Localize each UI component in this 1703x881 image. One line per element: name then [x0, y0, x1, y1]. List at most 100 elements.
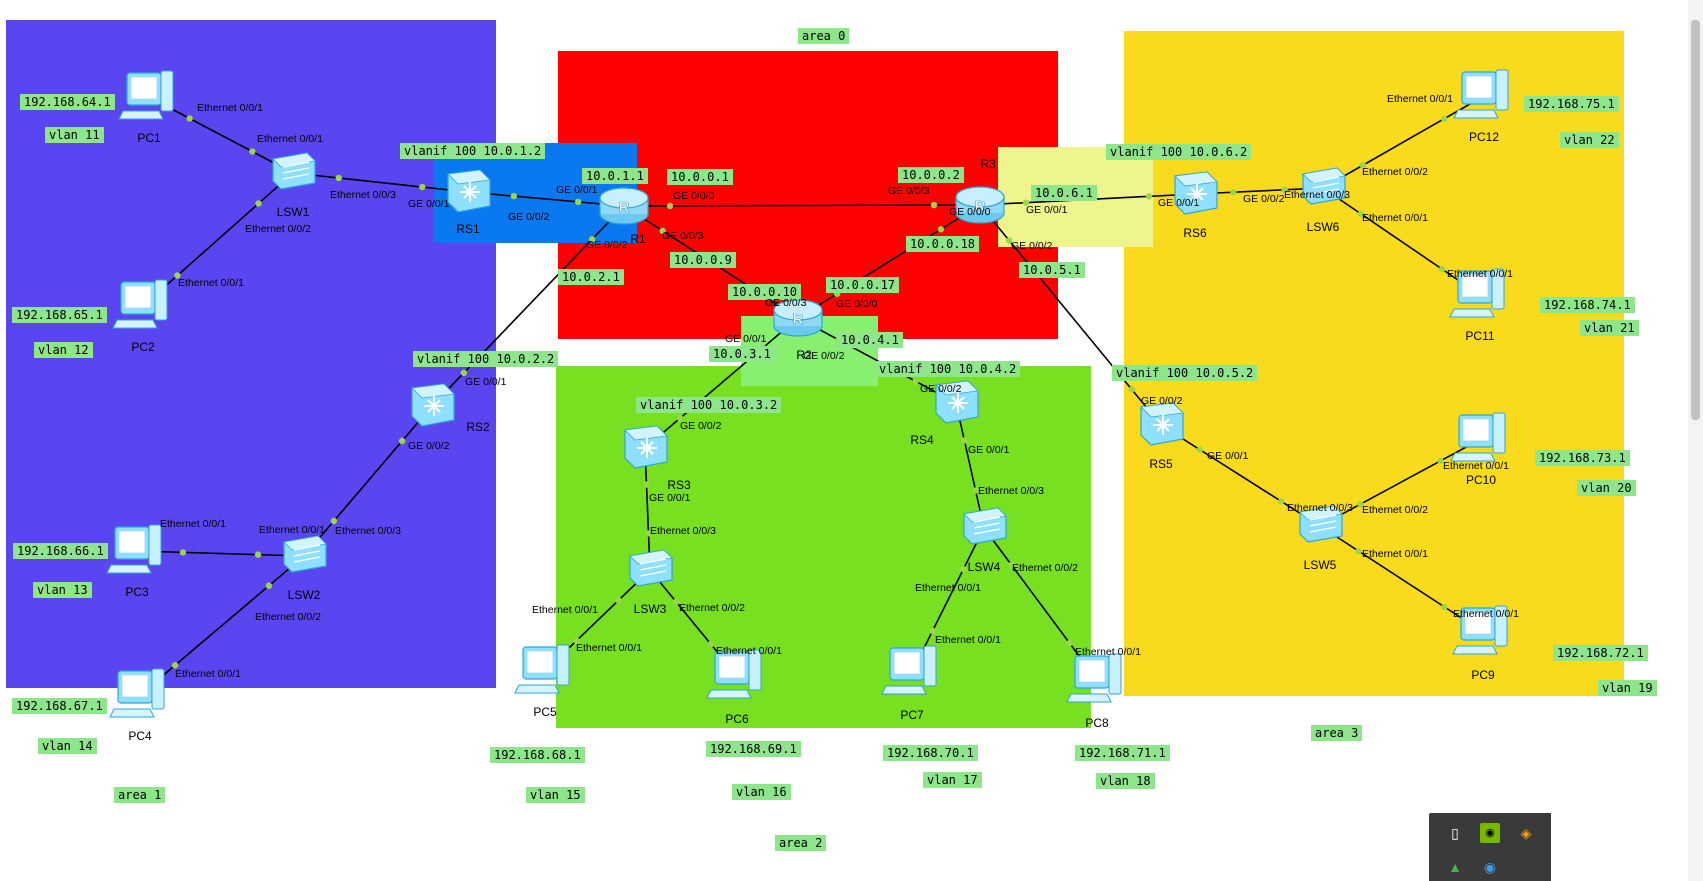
device-label-r2: R2	[796, 348, 812, 362]
port-label: Ethernet 0/0/3	[650, 525, 716, 537]
port-label: Ethernet 0/0/2	[1012, 562, 1078, 574]
port-label: GE 0/0/1	[968, 444, 1010, 456]
ip-label: 192.168.72.1	[1553, 645, 1648, 661]
pc12-pc-icon[interactable]	[1453, 69, 1509, 119]
port-label: GE 0/0/0	[836, 298, 878, 310]
pc11-pc-icon[interactable]	[1449, 268, 1505, 318]
port-dot	[1008, 561, 1015, 569]
lsw2-switch-icon[interactable]	[283, 535, 327, 573]
drive-icon[interactable]: ▲	[1448, 859, 1462, 875]
port-dot	[1359, 161, 1367, 169]
pc9-pc-icon[interactable]	[1452, 605, 1508, 655]
vlan-label: vlan 21	[1580, 320, 1639, 336]
port-label: GE 0/0/1	[1158, 197, 1200, 209]
rs3-l3switch-icon[interactable]	[624, 425, 668, 469]
port-dot	[930, 201, 938, 209]
link-R2-R3	[797, 204, 981, 319]
svg-text:R: R	[975, 198, 986, 215]
area-label-area3: area 3	[1311, 725, 1363, 741]
link-RS4-LSW4	[955, 402, 985, 529]
port-label: GE 0/0/2	[408, 440, 450, 452]
pc2-pc-icon[interactable]	[112, 279, 168, 329]
lsw6-switch-icon[interactable]	[1302, 167, 1346, 205]
port-label: GE 0/0/0	[673, 190, 715, 202]
ip-label: 10.0.0.17	[826, 277, 900, 293]
ip-label: 192.168.69.1	[706, 741, 801, 757]
pc10-pc-icon[interactable]	[1450, 412, 1506, 462]
rs4-l3switch-icon[interactable]	[935, 380, 979, 424]
lsw3-switch-icon[interactable]	[629, 549, 673, 587]
port-dot	[659, 227, 666, 235]
rs5-l3switch-icon[interactable]	[1140, 402, 1184, 446]
ip-label: 10.0.0.18	[906, 236, 980, 252]
port-label: Ethernet 0/0/1	[1387, 93, 1453, 105]
system-tray-popup: ▯ ◉ ◈ ▲ ◉	[1429, 813, 1551, 881]
link-RS3-LSW3	[644, 447, 651, 571]
port-label: Ethernet 0/0/1	[1362, 212, 1428, 224]
pc6-pc-icon[interactable]	[706, 649, 762, 699]
port-label: GE 0/0/2	[1011, 240, 1053, 252]
ip-label: 10.0.0.1	[667, 169, 733, 185]
device-label-rs6: RS6	[1183, 226, 1207, 240]
pc1-pc-icon[interactable]	[118, 70, 174, 120]
pc5-pc-icon[interactable]	[514, 644, 570, 694]
r1-router-icon[interactable]: R	[599, 187, 649, 225]
device-label-rs1: RS1	[456, 222, 480, 236]
link-LSW5-PC10	[1319, 438, 1482, 527]
device-label-pc5: PC5	[533, 705, 557, 719]
area-area3	[1124, 31, 1624, 696]
port-label: Ethernet 0/0/2	[1362, 166, 1428, 178]
device-label-lsw4: LSW4	[967, 560, 1001, 574]
rs2-l3switch-icon[interactable]	[411, 383, 455, 427]
port-label: Ethernet 0/0/3	[1287, 502, 1353, 514]
port-dot	[961, 437, 968, 444]
port-label: Ethernet 0/0/3	[330, 189, 396, 201]
pc7-pc-icon[interactable]	[881, 645, 937, 695]
lsw5-switch-icon[interactable]	[1299, 505, 1343, 543]
port-dot	[615, 597, 622, 604]
port-label: Ethernet 0/0/1	[259, 524, 325, 536]
ip-label: 192.168.66.1	[13, 543, 108, 559]
device-label-lsw6: LSW6	[1306, 220, 1340, 234]
rs1-l3switch-icon[interactable]	[447, 169, 491, 213]
pc3-pc-icon[interactable]	[106, 524, 162, 574]
port-dot	[330, 517, 338, 525]
device-label-pc6: PC6	[725, 712, 749, 726]
device-label-pc10: PC10	[1465, 473, 1497, 487]
area-area2	[556, 366, 1091, 728]
device-label-pc9: PC9	[1471, 668, 1495, 682]
devices-layer: R R R	[106, 69, 1509, 718]
shield-icon[interactable]: ◈	[1520, 825, 1532, 841]
r2-router-icon[interactable]: R	[773, 299, 823, 337]
port-dot	[588, 235, 596, 243]
lsw1-switch-icon[interactable]	[272, 152, 316, 190]
port-dot	[643, 481, 650, 488]
nvidia-icon[interactable]: ◉	[1480, 823, 1500, 843]
pc4-pc-icon[interactable]	[109, 668, 165, 718]
port-dot	[1066, 639, 1073, 647]
port-dot	[186, 115, 193, 122]
svg-text:R: R	[619, 199, 630, 216]
vlan-label: vlan 13	[33, 582, 92, 598]
port-label: GE 0/0/1	[1207, 450, 1249, 462]
r3-router-icon[interactable]: R	[955, 186, 1005, 224]
lsw4-switch-icon[interactable]	[963, 507, 1007, 545]
scrollbar-thumb[interactable]	[1691, 20, 1700, 420]
link-LSW5-PC9	[1319, 525, 1484, 633]
usb-icon[interactable]: ▯	[1451, 825, 1459, 841]
link-PC4-LSW2	[139, 555, 305, 696]
port-label: Ethernet 0/0/1	[576, 642, 642, 654]
device-label-pc11: PC11	[1465, 329, 1495, 343]
pc8-pc-icon[interactable]	[1066, 653, 1122, 703]
port-dot	[1437, 457, 1444, 465]
port-dot	[249, 148, 256, 155]
port-label: Ethernet 0/0/2	[255, 611, 321, 623]
port-label: GE 0/0/2	[680, 420, 722, 432]
vlan-label: vlan 18	[1096, 773, 1155, 789]
network-icon[interactable]: ◉	[1483, 859, 1497, 875]
port-label: Ethernet 0/0/3	[335, 525, 401, 537]
rs6-l3switch-icon[interactable]	[1174, 171, 1218, 215]
ip-label: 10.0.0.2	[898, 167, 964, 183]
device-label-rs2: RS2	[466, 420, 490, 434]
